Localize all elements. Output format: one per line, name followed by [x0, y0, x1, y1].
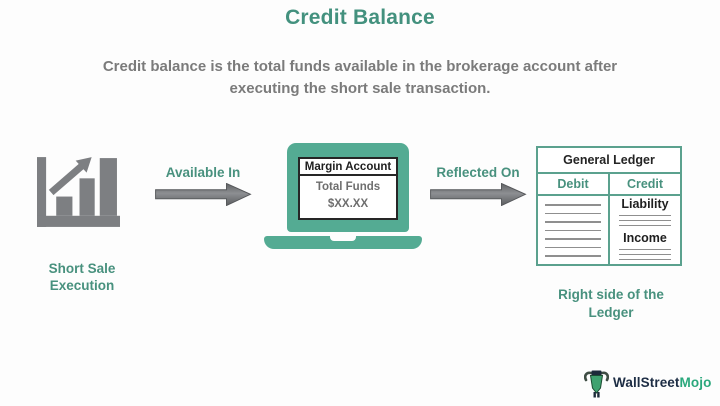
- laptop-icon: Margin Account Total Funds $XX.XX: [264, 143, 422, 250]
- ruled-line: [545, 238, 601, 240]
- debit-cell: [538, 196, 610, 264]
- credit-column-header: Credit: [626, 177, 664, 191]
- ruled-line: [545, 255, 601, 257]
- arrow2-label: Reflected On: [436, 165, 520, 180]
- ledger-body: Liability Income: [538, 196, 680, 264]
- margin-account-table: Margin Account Total Funds $XX.XX: [298, 157, 398, 220]
- arrow1-label: Available In: [165, 165, 241, 180]
- brand-wordmark: WallStreetMojo: [613, 375, 711, 390]
- laptop-screen: Margin Account Total Funds $XX.XX: [287, 143, 409, 232]
- ruled-line: [619, 224, 671, 226]
- subtitle-line-1: Credit balance is the total funds availa…: [102, 58, 618, 75]
- ledger-caption: Right side of the Ledger: [558, 287, 664, 320]
- total-funds-amount: $XX.XX: [327, 198, 369, 211]
- laptop-base: [264, 236, 422, 249]
- ledger-column-headers: Debit Credit: [538, 174, 680, 196]
- ruled-line: [545, 204, 601, 206]
- ruled-line: [619, 258, 671, 260]
- ruled-line: [545, 246, 601, 248]
- ruled-line: [619, 214, 671, 216]
- bull-icon: [584, 370, 609, 398]
- subtitle: Credit balance is the total funds availa…: [60, 56, 660, 100]
- source-label: Short Sale Execution: [48, 261, 116, 293]
- arrow-available-in: Available In: [153, 165, 253, 206]
- credit-cell: Liability Income: [610, 196, 680, 264]
- bar-chart-rising-icon: [37, 155, 120, 229]
- ruled-line: [619, 253, 671, 255]
- page-title: Credit Balance: [285, 6, 435, 29]
- margin-account-header: Margin Account: [300, 159, 396, 176]
- subtitle-line-2: executing the short sale transaction.: [229, 79, 491, 97]
- ruled-line: [619, 219, 671, 221]
- arrow-reflected-on: Reflected On: [428, 165, 528, 206]
- wallstreetmojo-logo: WallStreetMojo: [584, 367, 711, 398]
- ruled-line: [545, 229, 601, 231]
- brand-text-dark: WallStreet: [613, 375, 680, 390]
- laptop-notch: [330, 236, 356, 241]
- total-funds-label: Total Funds: [315, 181, 381, 193]
- income-label: Income: [623, 231, 667, 245]
- debit-column-header: Debit: [538, 174, 610, 194]
- ruled-line: [619, 248, 671, 250]
- brand-text-accent: Mojo: [679, 375, 712, 390]
- ruled-line: [545, 221, 601, 223]
- general-ledger-table: General Ledger Debit Credit Liability In…: [536, 146, 682, 266]
- liability-label: Liability: [621, 197, 669, 211]
- right-arrow-icon: [154, 183, 252, 206]
- right-arrow-icon: [429, 183, 527, 206]
- ledger-title: General Ledger: [538, 148, 680, 174]
- ruled-line: [545, 212, 601, 214]
